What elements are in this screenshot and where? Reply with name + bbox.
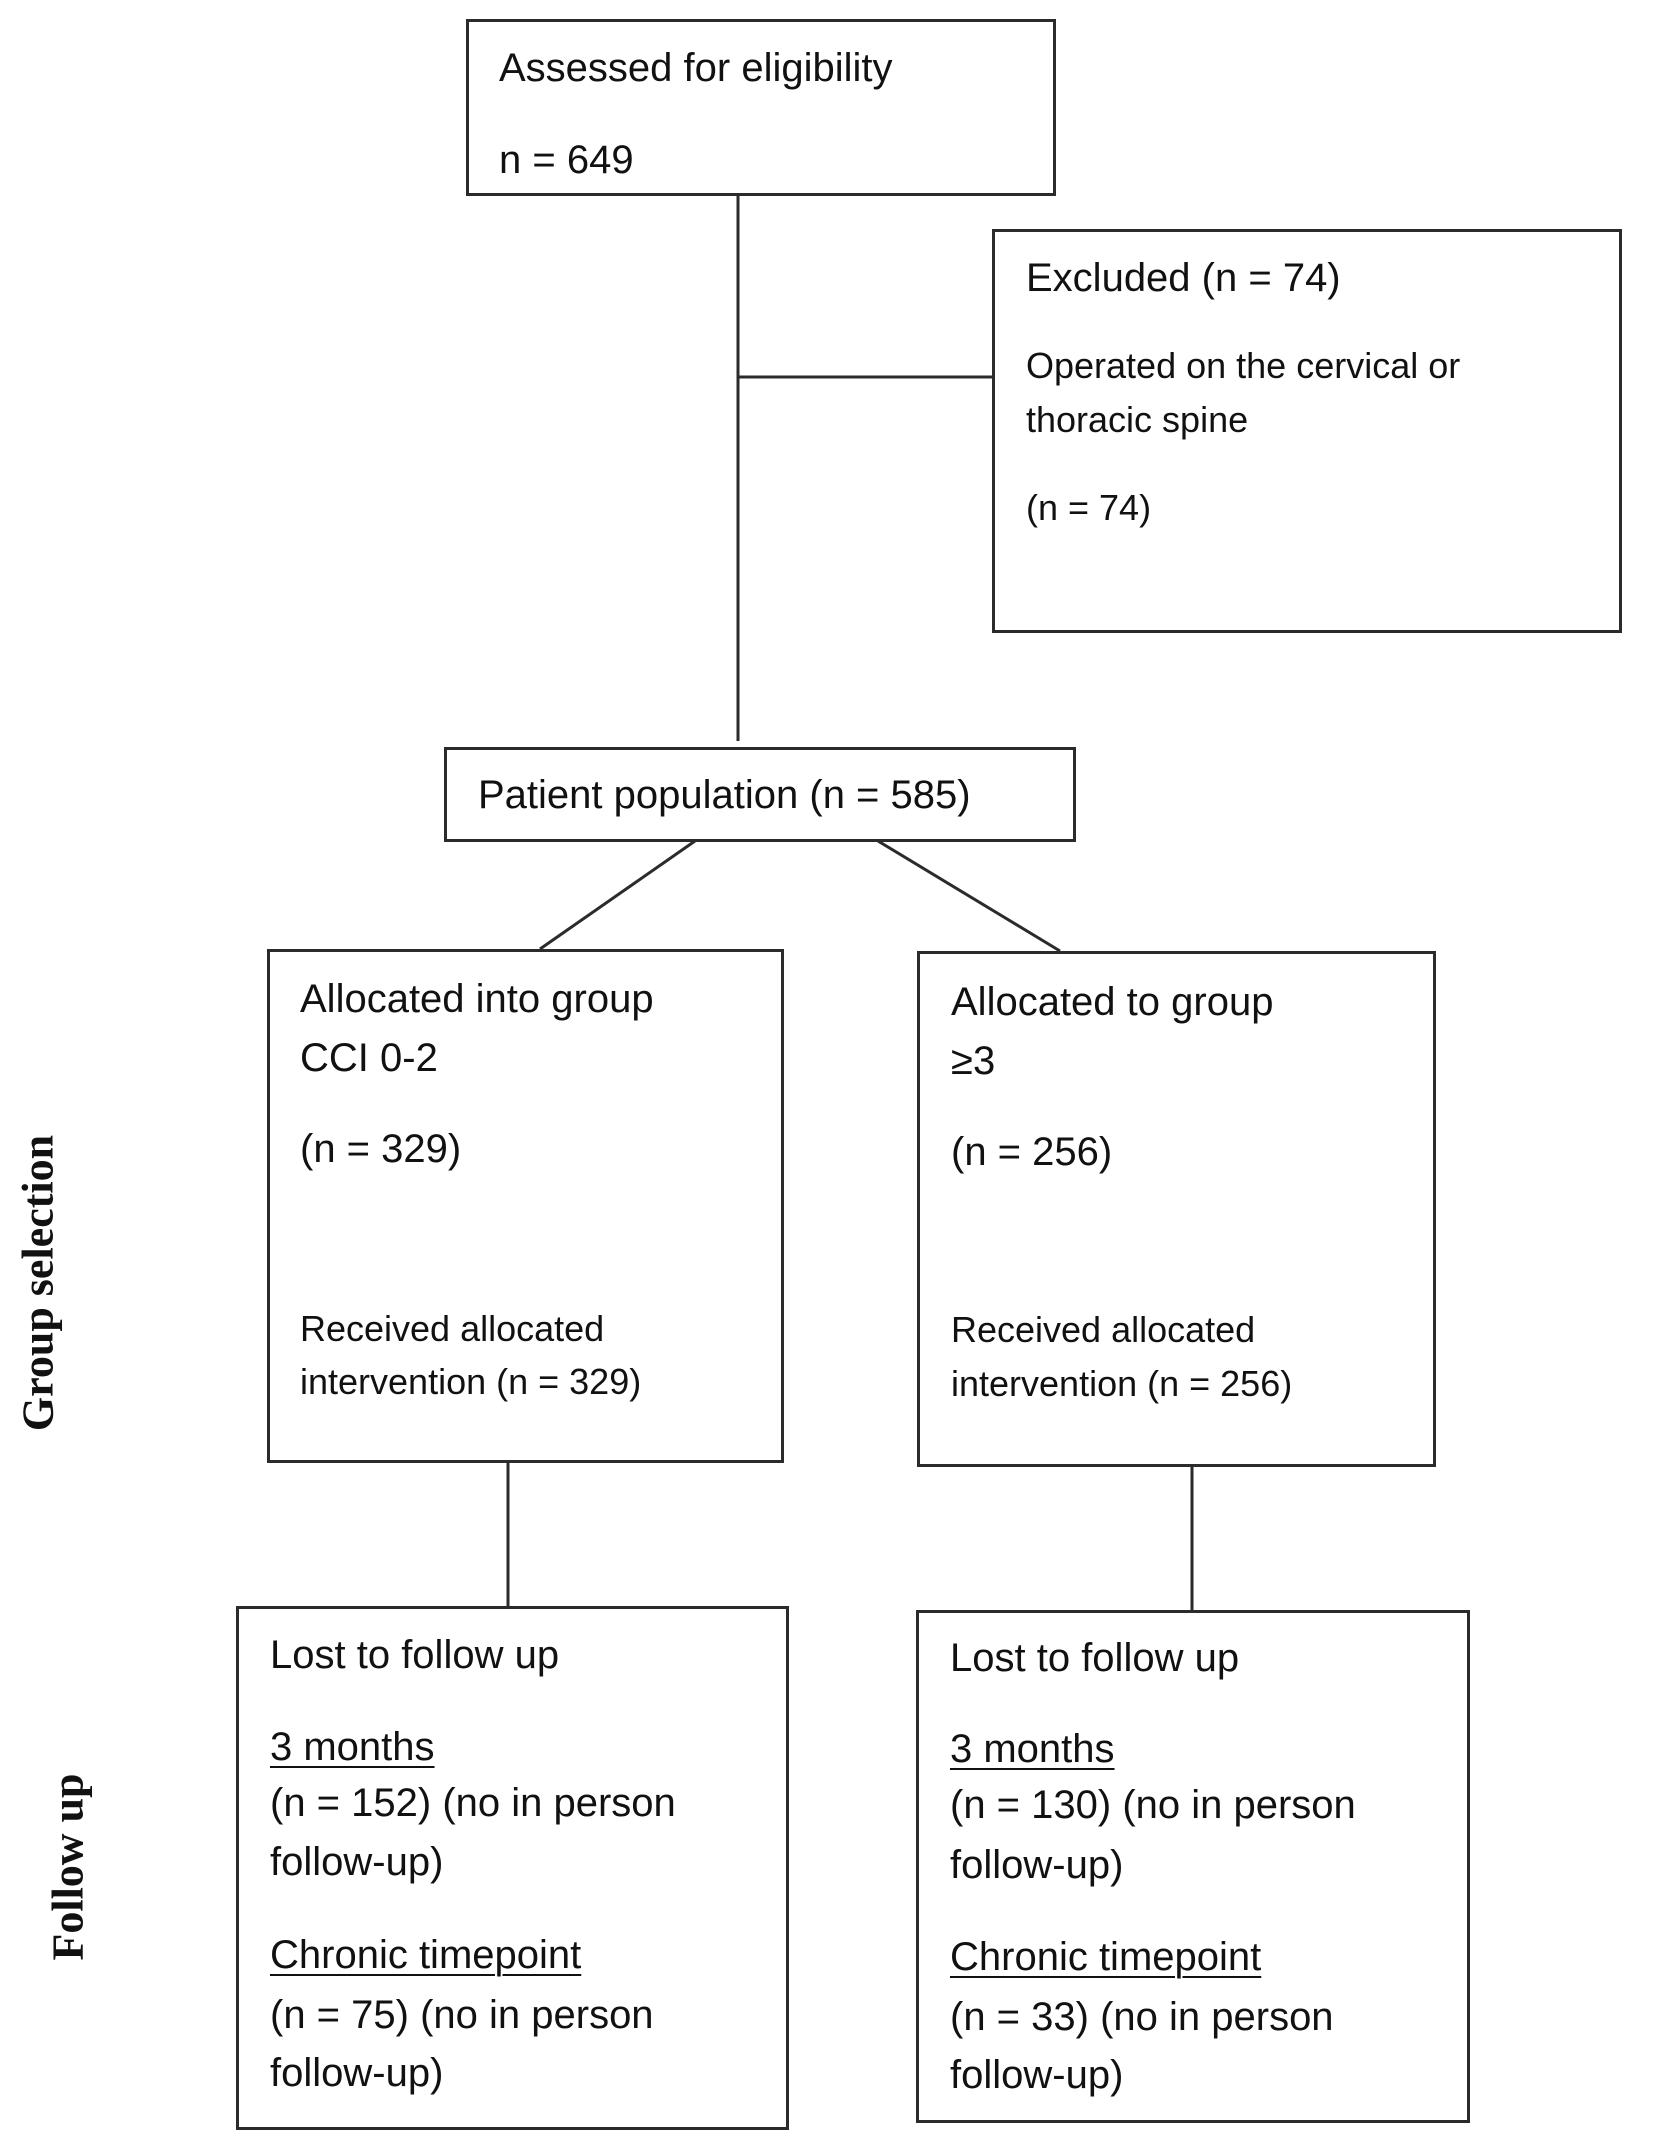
excluded-reason-line1: Operated on the cervical or xyxy=(1026,345,1461,386)
followup-left-chronic-line1: (n = 75) (no in person xyxy=(270,1993,654,2037)
excluded-reason-count: (n = 74) xyxy=(1026,487,1152,528)
followup-right-title: Lost to follow up xyxy=(950,1636,1240,1680)
followup-left-chronic-label: Chronic timepoint xyxy=(270,1933,582,1977)
excluded-box: Excluded (n = 74) Operated on the cervic… xyxy=(992,229,1622,633)
group-right-received-line2: intervention (n = 256) xyxy=(951,1363,1293,1404)
followup-right-3months-line1: (n = 130) (no in person xyxy=(950,1783,1356,1827)
group-left-received-line1: Received allocated xyxy=(300,1308,605,1349)
assessed-count: n = 649 xyxy=(499,138,634,182)
group-right-box: Allocated to group ≥3 (n = 256) Received… xyxy=(917,951,1436,1467)
group-right-line2: ≥3 xyxy=(951,1039,996,1083)
excluded-title: Excluded (n = 74) xyxy=(1026,256,1341,300)
connector-population-to-right-group xyxy=(877,839,1061,953)
followup-left-3months-label: 3 months xyxy=(270,1725,435,1769)
followup-left-title: Lost to follow up xyxy=(270,1633,560,1677)
group-left-line1: Allocated into group xyxy=(300,977,654,1021)
side-label-group-selection: Group selection xyxy=(13,1134,63,1432)
followup-right-chronic-line1: (n = 33) (no in person xyxy=(950,1995,1334,2039)
followup-left-chronic-line2: follow-up) xyxy=(270,2051,444,2095)
population-title: Patient population (n = 585) xyxy=(478,773,971,817)
group-left-count: (n = 329) xyxy=(300,1127,462,1171)
connector-population-to-left-group xyxy=(539,839,696,951)
group-right-received-line1: Received allocated xyxy=(951,1309,1256,1350)
followup-right-3months-label: 3 months xyxy=(950,1727,1115,1771)
population-box: Patient population (n = 585) xyxy=(444,747,1076,842)
followup-right-3months-line2: follow-up) xyxy=(950,1843,1124,1887)
group-left-line2: CCI 0-2 xyxy=(300,1036,438,1080)
followup-left-3months-line1: (n = 152) (no in person xyxy=(270,1781,676,1825)
assessed-title: Assessed for eligibility xyxy=(499,46,893,90)
followup-right-chronic-label: Chronic timepoint xyxy=(950,1935,1262,1979)
followup-left-box: Lost to follow up 3 months (n = 152) (no… xyxy=(236,1606,789,2130)
followup-left-3months-line2: follow-up) xyxy=(270,1840,444,1884)
group-right-count: (n = 256) xyxy=(951,1130,1113,1174)
side-label-follow-up: Follow up xyxy=(43,1773,93,1961)
group-right-line1: Allocated to group xyxy=(951,980,1274,1024)
group-left-received-line2: intervention (n = 329) xyxy=(300,1361,642,1402)
excluded-reason-line2: thoracic spine xyxy=(1026,399,1249,440)
followup-right-chronic-line2: follow-up) xyxy=(950,2053,1124,2097)
group-left-box: Allocated into group CCI 0-2 (n = 329) R… xyxy=(267,949,784,1463)
followup-right-box: Lost to follow up 3 months (n = 130) (no… xyxy=(916,1610,1470,2123)
assessed-box: Assessed for eligibility n = 649 xyxy=(466,19,1056,196)
